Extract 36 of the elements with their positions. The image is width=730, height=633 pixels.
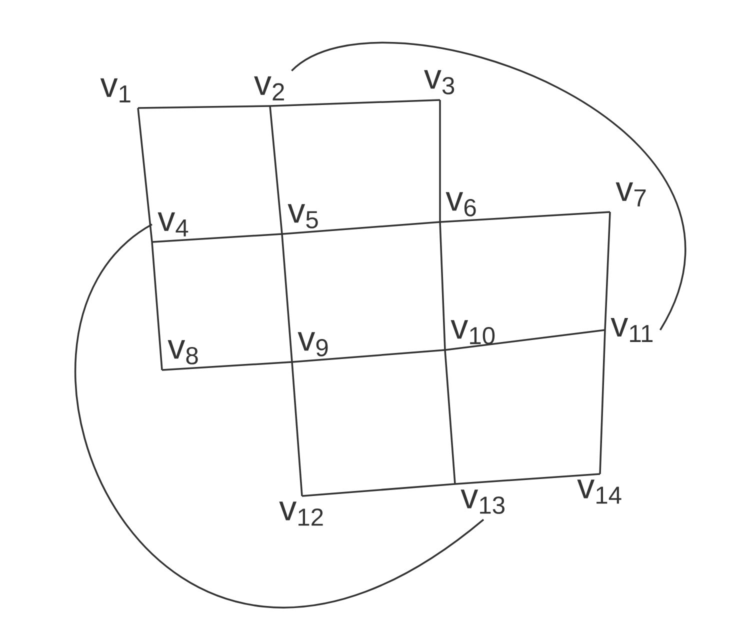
line [599,330,606,474]
line [439,222,446,350]
line [269,106,283,234]
vertex-label: v$_{5}$ [288,204,318,228]
line [291,362,303,496]
vertex-label: v$_{7}$ [616,182,646,206]
line [281,234,293,362]
line [151,242,163,370]
line [162,361,292,371]
line [444,350,456,484]
vertex-label: v$_{4}$ [158,212,188,236]
line [444,329,606,351]
line [138,105,270,109]
line [75,224,484,608]
vertex-label: v$_{12}$ [279,502,323,526]
line [282,221,440,235]
line [439,100,441,222]
vertex-label: v$_{2}$ [254,76,284,100]
vertex-label: v$_{6}$ [446,192,476,216]
line [137,108,153,242]
vertex-label: v$_{14}$ [577,480,622,504]
vertex-label: v$_{9}$ [298,332,328,356]
line [302,483,456,497]
line [270,99,440,107]
vertex-label: v$_{1}$ [100,78,130,102]
line [604,212,611,330]
line [152,233,282,243]
line [291,42,685,330]
vertex-label: v$_{8}$ [168,340,198,364]
vertex-label: v$_{3}$ [424,70,454,94]
line [292,349,446,363]
vertex-label: v$_{13}$ [460,490,504,514]
vertex-label: v$_{10}$ [450,320,495,344]
vertex-label: v$_{11}$ [610,318,653,342]
line [454,473,600,485]
line [440,211,610,223]
